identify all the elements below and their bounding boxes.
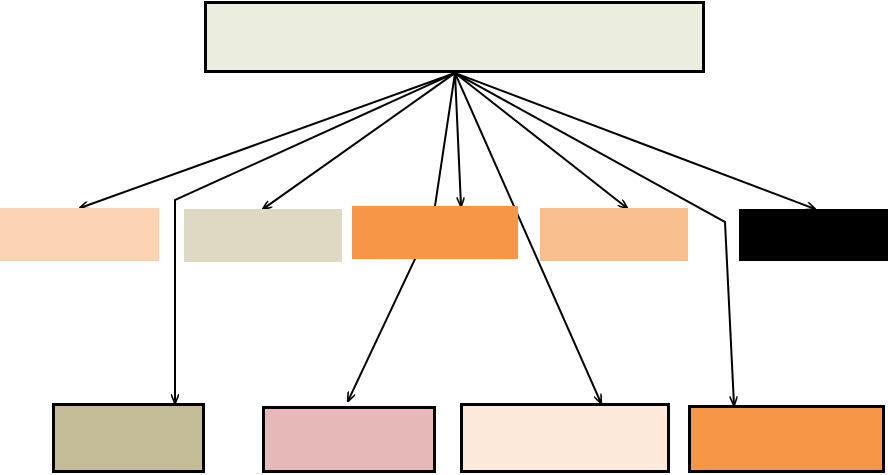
bottom-box-3 [460, 403, 670, 473]
bottom-box-1-label [55, 406, 202, 470]
middle-box-3 [352, 206, 518, 259]
bottom-box-4-label [691, 408, 882, 470]
bottom-box-1 [52, 403, 205, 473]
middle-box-4 [540, 208, 688, 261]
bottom-box-2 [262, 406, 436, 473]
arrow-root-to-middle-2 [263, 72, 456, 209]
arrow-root-to-middle-4 [454, 72, 627, 208]
bottom-box-4 [688, 405, 885, 473]
middle-box-2 [184, 209, 342, 262]
middle-box-3-label [352, 206, 518, 259]
arrow-root-to-middle-1 [80, 72, 456, 208]
root-box [204, 1, 705, 73]
bottom-box-3-label [463, 406, 667, 470]
middle-box-2-label [184, 209, 342, 262]
middle-box-4-label [540, 208, 688, 261]
middle-box-1-label [0, 208, 159, 261]
middle-box-1 [0, 208, 159, 261]
arrow-root-to-middle-5 [454, 72, 815, 209]
root-label [207, 4, 702, 70]
middle-box-5 [739, 209, 888, 261]
arrow-root-to-middle-3 [454, 72, 461, 206]
middle-box-5-label [739, 209, 888, 261]
bottom-box-2-label [265, 409, 433, 470]
